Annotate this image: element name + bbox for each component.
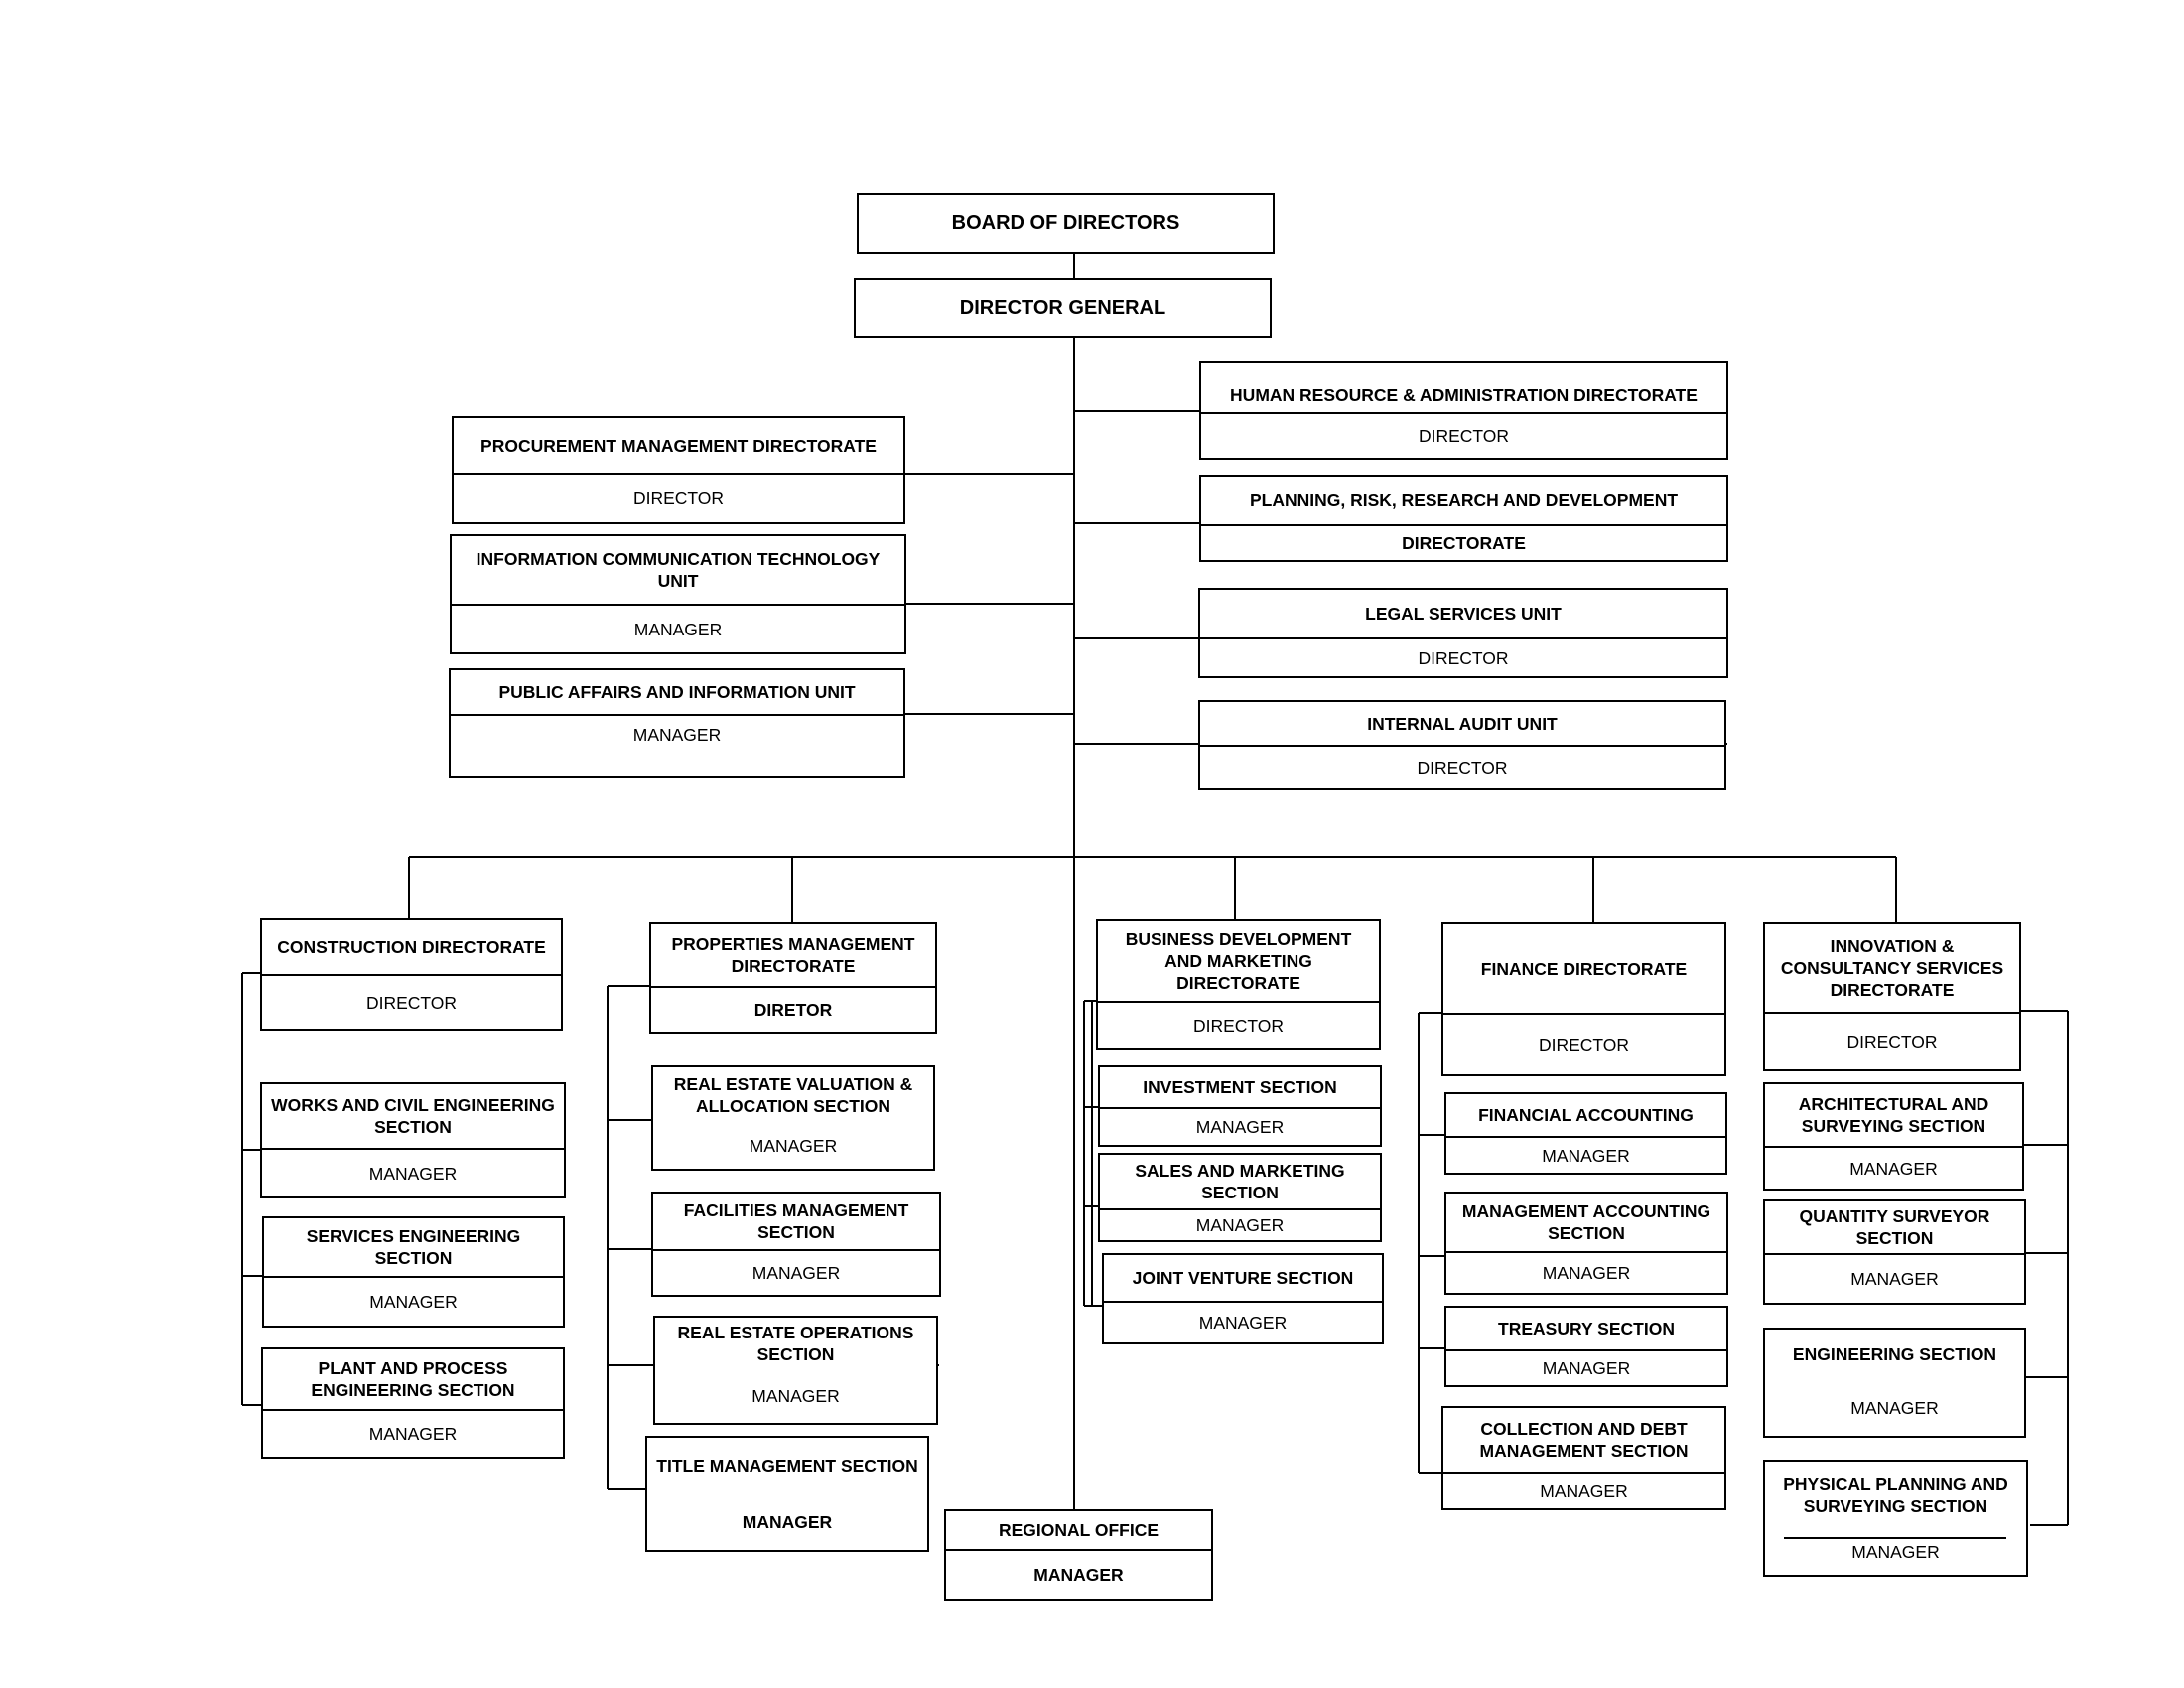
public-affairs-unit-title: PUBLIC AFFAIRS AND INFORMATION UNIT	[451, 670, 903, 716]
legal-services-unit-title: LEGAL SERVICES UNIT	[1200, 590, 1726, 639]
construction-directorate-box: CONSTRUCTION DIRECTORATE DIRECTOR	[260, 918, 563, 1031]
internal-audit-unit-role: DIRECTOR	[1417, 758, 1508, 777]
engineering-section-box: ENGINEERING SECTION MANAGER	[1763, 1328, 2026, 1438]
collection-debt-section-box: COLLECTION AND DEBT MANAGEMENT SECTION M…	[1441, 1406, 1726, 1510]
planning-directorate-box: PLANNING, RISK, RESEARCH AND DEVELOPMENT…	[1199, 475, 1728, 562]
facilities-section-title: FACILITIES MANAGEMENT SECTION	[653, 1194, 939, 1251]
financial-accounting-title: FINANCIAL ACCOUNTING	[1446, 1094, 1725, 1138]
board-of-directors-title: BOARD OF DIRECTORS	[951, 212, 1180, 234]
treasury-section-title: TREASURY SECTION	[1446, 1308, 1726, 1351]
ict-unit-role: MANAGER	[633, 619, 723, 639]
procurement-directorate-role: DIRECTOR	[632, 489, 725, 508]
construction-directorate-role: DIRECTOR	[365, 992, 458, 1013]
works-civil-section-role: MANAGER	[368, 1163, 458, 1184]
joint-venture-section-box: JOINT VENTURE SECTION MANAGER	[1102, 1253, 1384, 1344]
ict-unit-title: INFORMATION COMMUNICATION TECHNOLOGY UNI…	[452, 536, 904, 606]
management-accounting-section-box: MANAGEMENT ACCOUNTING SECTION MANAGER	[1444, 1192, 1728, 1295]
planning-directorate-role: DIRECTORATE	[1402, 533, 1526, 553]
ict-unit-box: INFORMATION COMMUNICATION TECHNOLOGY UNI…	[450, 534, 906, 654]
finance-directorate-box: FINANCE DIRECTORATE DIRECTOR	[1441, 922, 1726, 1076]
quantity-surveyor-section-role: MANAGER	[1850, 1269, 1939, 1289]
operations-section-title: REAL ESTATE OPERATIONS SECTION	[677, 1323, 914, 1364]
facilities-section-box: FACILITIES MANAGEMENT SECTION MANAGER	[651, 1192, 941, 1297]
architectural-section-role: MANAGER	[1849, 1158, 1938, 1179]
director-general-box: DIRECTOR GENERAL	[854, 278, 1272, 338]
legal-services-unit-role: DIRECTOR	[1418, 647, 1509, 668]
treasury-section-role: MANAGER	[1542, 1358, 1631, 1378]
public-affairs-unit-role: MANAGER	[632, 725, 722, 745]
title-management-section-box: TITLE MANAGEMENT SECTION MANAGER	[645, 1436, 929, 1552]
plant-process-section-role: MANAGER	[368, 1424, 458, 1444]
quantity-surveyor-section-title: QUANTITY SURVEYOR SECTION	[1765, 1201, 2024, 1255]
director-general-title: DIRECTOR GENERAL	[959, 297, 1166, 319]
services-engineering-section-title: SERVICES ENGINEERING SECTION	[264, 1218, 563, 1278]
hr-admin-directorate-box: HUMAN RESOURCE & ADMINISTRATION DIRECTOR…	[1199, 361, 1728, 460]
valuation-section-role: MANAGER	[749, 1136, 838, 1156]
procurement-directorate-box: PROCUREMENT MANAGEMENT DIRECTORATE DIREC…	[452, 416, 905, 524]
joint-venture-section-role: MANAGER	[1198, 1313, 1288, 1333]
regional-office-role: MANAGER	[1033, 1565, 1124, 1585]
planning-directorate-title: PLANNING, RISK, RESEARCH AND DEVELOPMENT	[1201, 477, 1726, 526]
business-directorate-title: BUSINESS DEVELOPMENT AND MARKETING DIREC…	[1098, 921, 1379, 1003]
management-accounting-section-role: MANAGER	[1542, 1263, 1631, 1283]
properties-directorate-title: PROPERTIES MANAGEMENT DIRECTORATE	[651, 924, 935, 988]
sales-marketing-section-title: SALES AND MARKETING SECTION	[1100, 1155, 1380, 1210]
title-management-section-title: TITLE MANAGEMENT SECTION	[656, 1456, 918, 1476]
physical-planning-section-role: MANAGER	[1851, 1542, 1940, 1562]
financial-accounting-role: MANAGER	[1542, 1145, 1630, 1166]
title-management-section-role: MANAGER	[742, 1511, 833, 1532]
sales-marketing-section-role: MANAGER	[1195, 1215, 1285, 1235]
valuation-section-box: REAL ESTATE VALUATION & ALLOCATION SECTI…	[651, 1065, 935, 1171]
properties-directorate-box: PROPERTIES MANAGEMENT DIRECTORATE DIRETO…	[649, 922, 937, 1034]
services-engineering-section-role: MANAGER	[369, 1292, 458, 1312]
works-civil-section-title: WORKS AND CIVIL ENGINEERING SECTION	[262, 1084, 564, 1150]
physical-planning-divider	[1784, 1537, 2006, 1539]
plant-process-section-title: PLANT AND PROCESS ENGINEERING SECTION	[263, 1349, 563, 1411]
investment-section-box: INVESTMENT SECTION MANAGER	[1098, 1065, 1382, 1147]
innovation-directorate-title: INNOVATION & CONSULTANCY SERVICES DIRECT…	[1765, 924, 2019, 1014]
physical-planning-section-title: PHYSICAL PLANNING AND SURVEYING SECTION	[1783, 1475, 2008, 1516]
innovation-directorate-box: INNOVATION & CONSULTANCY SERVICES DIRECT…	[1763, 922, 2021, 1071]
architectural-section-box: ARCHITECTURAL AND SURVEYING SECTION MANA…	[1763, 1082, 2024, 1191]
regional-office-box: REGIONAL OFFICE MANAGER	[944, 1509, 1213, 1601]
works-civil-section-box: WORKS AND CIVIL ENGINEERING SECTION MANA…	[260, 1082, 566, 1198]
architectural-section-title: ARCHITECTURAL AND SURVEYING SECTION	[1765, 1084, 2022, 1148]
internal-audit-unit-box: INTERNAL AUDIT UNIT DIRECTOR	[1198, 700, 1726, 790]
operations-section-box: REAL ESTATE OPERATIONS SECTION MANAGER	[653, 1316, 938, 1425]
properties-directorate-role: DIRETOR	[753, 1000, 833, 1020]
engineering-section-role: MANAGER	[1850, 1397, 1939, 1418]
board-of-directors-box: BOARD OF DIRECTORS	[857, 193, 1275, 254]
management-accounting-section-title: MANAGEMENT ACCOUNTING SECTION	[1446, 1194, 1726, 1253]
services-engineering-section-box: SERVICES ENGINEERING SECTION MANAGER	[262, 1216, 565, 1328]
financial-accounting-box: FINANCIAL ACCOUNTING MANAGER	[1444, 1092, 1727, 1175]
engineering-section-title: ENGINEERING SECTION	[1792, 1344, 1997, 1364]
business-directorate-role: DIRECTOR	[1192, 1015, 1285, 1036]
quantity-surveyor-section-box: QUANTITY SURVEYOR SECTION MANAGER	[1763, 1199, 2026, 1305]
physical-planning-section-box: PHYSICAL PLANNING AND SURVEYING SECTION …	[1763, 1460, 2028, 1577]
treasury-section-box: TREASURY SECTION MANAGER	[1444, 1306, 1728, 1387]
regional-office-title: REGIONAL OFFICE	[946, 1511, 1211, 1551]
investment-section-role: MANAGER	[1195, 1117, 1285, 1137]
sales-marketing-section-box: SALES AND MARKETING SECTION MANAGER	[1098, 1153, 1382, 1242]
finance-directorate-title: FINANCE DIRECTORATE	[1443, 924, 1724, 1015]
public-affairs-unit-box: PUBLIC AFFAIRS AND INFORMATION UNIT MANA…	[449, 668, 905, 778]
innovation-directorate-role: DIRECTOR	[1846, 1032, 1938, 1052]
joint-venture-section-title: JOINT VENTURE SECTION	[1104, 1255, 1382, 1303]
business-directorate-box: BUSINESS DEVELOPMENT AND MARKETING DIREC…	[1096, 919, 1381, 1050]
legal-services-unit-box: LEGAL SERVICES UNIT DIRECTOR	[1198, 588, 1728, 678]
plant-process-section-box: PLANT AND PROCESS ENGINEERING SECTION MA…	[261, 1347, 565, 1459]
finance-directorate-role: DIRECTOR	[1538, 1035, 1630, 1055]
investment-section-title: INVESTMENT SECTION	[1100, 1067, 1380, 1109]
collection-debt-section-title: COLLECTION AND DEBT MANAGEMENT SECTION	[1443, 1408, 1724, 1474]
hr-admin-directorate-role: DIRECTOR	[1418, 426, 1510, 446]
internal-audit-unit-title: INTERNAL AUDIT UNIT	[1200, 702, 1724, 747]
procurement-directorate-title: PROCUREMENT MANAGEMENT DIRECTORATE	[454, 418, 903, 475]
facilities-section-role: MANAGER	[751, 1263, 841, 1283]
construction-directorate-title: CONSTRUCTION DIRECTORATE	[262, 920, 561, 976]
hr-admin-directorate-title: HUMAN RESOURCE & ADMINISTRATION DIRECTOR…	[1201, 363, 1726, 414]
valuation-section-title: REAL ESTATE VALUATION & ALLOCATION SECTI…	[673, 1074, 913, 1116]
operations-section-role: MANAGER	[751, 1386, 840, 1406]
collection-debt-section-role: MANAGER	[1540, 1480, 1628, 1501]
